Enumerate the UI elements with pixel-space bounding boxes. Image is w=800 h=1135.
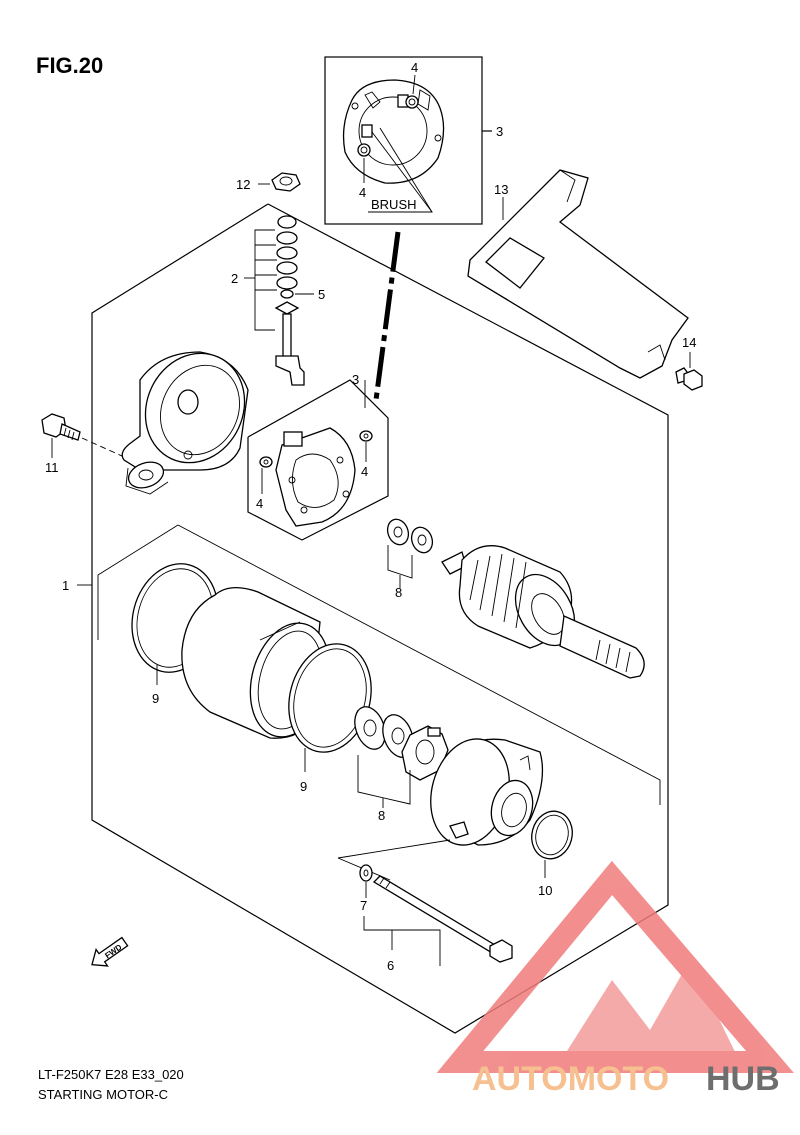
part-11-bolt [41, 413, 81, 441]
callout-6: 6 [387, 958, 394, 973]
model-code: LT-F250K7 E28 E33_020 [38, 1067, 184, 1082]
callout-9-right: 9 [300, 779, 307, 794]
terminal-stack [274, 215, 305, 386]
watermark-logo [436, 860, 794, 1073]
part-8-washers-lower [354, 706, 449, 781]
callout-11: 11 [45, 460, 59, 475]
callout-3-plate: 3 [352, 372, 359, 387]
inset-pointer [373, 231, 401, 401]
part-3-brush-plate [259, 427, 373, 527]
part-12-nut [271, 172, 301, 192]
callout-8-lower: 8 [378, 808, 385, 823]
brush-label: BRUSH [371, 197, 417, 212]
part-13-cover [467, 169, 689, 379]
callout-9-left: 9 [152, 691, 159, 706]
watermark-text-hub: HUB [706, 1060, 780, 1098]
brush-plate-outline [247, 379, 389, 541]
armature [441, 545, 645, 679]
callout-4-plate-right: 4 [361, 464, 368, 479]
callout-4-plate-left: 4 [256, 496, 263, 511]
callout-4-inset-top: 4 [411, 60, 418, 75]
fwd-arrow: FWD [91, 936, 129, 967]
figure-title: FIG.20 [36, 53, 103, 78]
front-housing [430, 738, 544, 846]
callout-7: 7 [360, 898, 367, 913]
section-name: STARTING MOTOR-C [38, 1087, 168, 1102]
callout-5: 5 [318, 287, 325, 302]
callout-1: 1 [62, 578, 69, 593]
rear-end-cover [121, 351, 249, 495]
callout-10: 10 [538, 883, 552, 898]
callout-14: 14 [682, 335, 696, 350]
part-10-oring [531, 810, 573, 860]
part-14-bolt [675, 367, 703, 391]
part-8-washers-upper [386, 518, 434, 554]
yoke-housing [181, 587, 331, 739]
watermark-text-automoto: AUTOMOTO [472, 1060, 669, 1098]
part-6-through-bolt [372, 875, 513, 963]
assembly-outline [91, 203, 669, 1034]
brush-holder-plate-detail [342, 79, 445, 184]
callout-8-upper: 8 [395, 585, 402, 600]
callout-12: 12 [236, 177, 250, 192]
callout-13: 13 [494, 182, 508, 197]
callout-2: 2 [231, 271, 238, 286]
brush-inset-frame [324, 56, 483, 225]
callout-3-inset: 3 [496, 124, 503, 139]
part-7-washer [359, 864, 373, 882]
housing-group-outline [97, 524, 179, 640]
callout-4-inset-bottom: 4 [359, 185, 366, 200]
